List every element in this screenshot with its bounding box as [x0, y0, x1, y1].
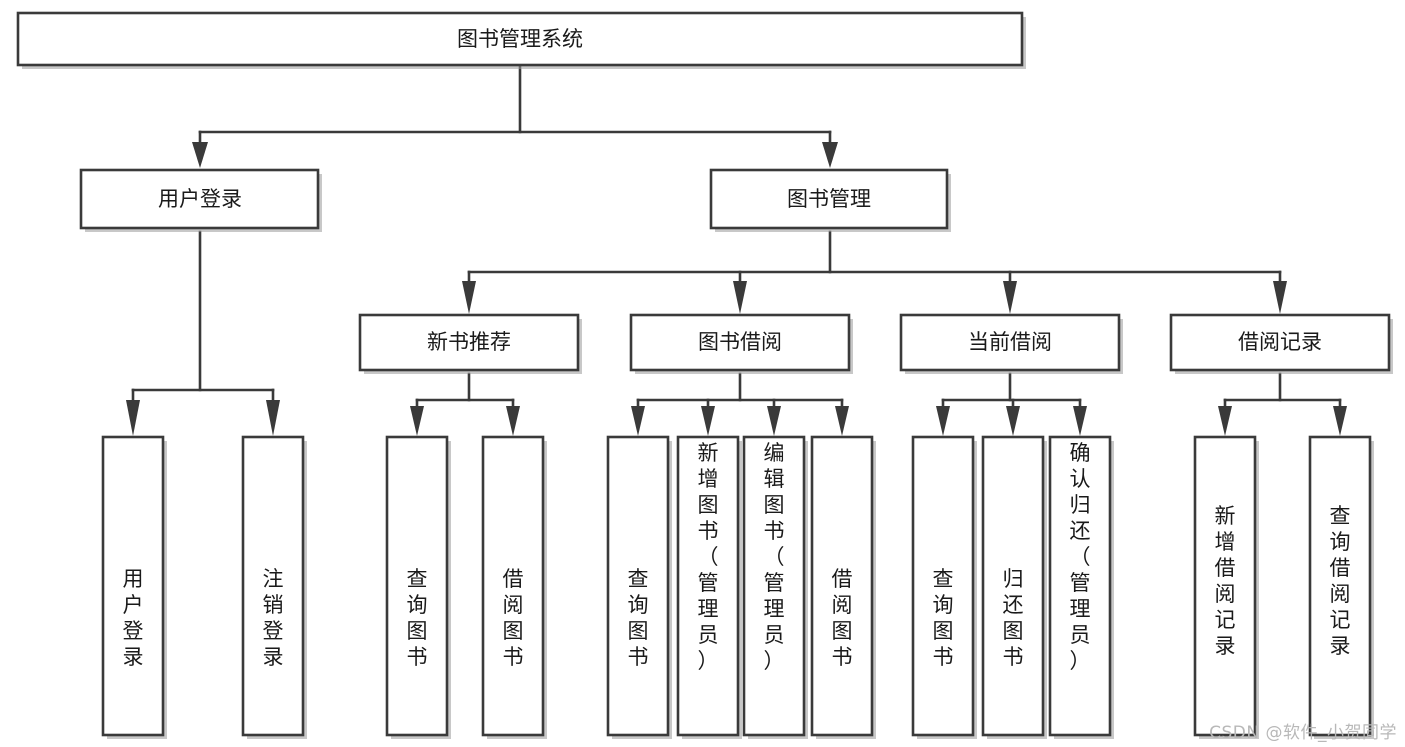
- node-leaf-query-record-label: 查询借阅记录: [1330, 504, 1351, 658]
- csdn-watermark: CSDN @软件_小贺同学: [1209, 723, 1397, 743]
- node-root-label: 图书管理系统: [457, 27, 583, 51]
- node-leaf-return-book-label: 归还图书: [1003, 567, 1024, 669]
- node-leaf-user-login-label: 用户登录: [123, 567, 144, 669]
- node-book-borrow-box[interactable]: [629, 313, 851, 372]
- node-book-borrow[interactable]: 图书借阅: [629, 313, 853, 374]
- node-leaf-query-book-1[interactable]: 查询图书: [385, 435, 451, 739]
- node-leaf-query-book-3-label: 查询图书: [933, 567, 954, 669]
- node-leaf-query-book-2-label: 查询图书: [628, 567, 649, 669]
- arrow-head-leaf-add-book: [701, 406, 715, 436]
- node-book-manage[interactable]: 图书管理: [709, 168, 951, 232]
- node-leaf-query-book-3-box[interactable]: [911, 435, 975, 737]
- connector-group-book-manage: [462, 230, 1287, 314]
- node-current-borrow-label: 当前借阅: [968, 330, 1052, 354]
- node-leaf-add-book-label: 新增图书（管理员）: [698, 441, 719, 673]
- node-leaf-logout-login[interactable]: 注销登录: [241, 435, 307, 739]
- arrow-head-leaf-query-book-1: [410, 406, 424, 436]
- arrow-head-leaf-return-book: [1006, 406, 1020, 436]
- node-user-login-label: 用户登录: [158, 187, 242, 211]
- node-leaf-logout-login-label: 注销登录: [263, 567, 284, 669]
- node-current-borrow[interactable]: 当前借阅: [899, 313, 1123, 374]
- node-book-borrow-label: 图书借阅: [698, 330, 782, 354]
- node-new-book-recommend-box[interactable]: [358, 313, 580, 372]
- node-new-book-recommend[interactable]: 新书推荐: [358, 313, 582, 374]
- node-book-manage-box[interactable]: [709, 168, 949, 230]
- arrow-head-current-borrow: [1003, 281, 1017, 314]
- connector-group-root: [192, 63, 838, 168]
- node-leaf-borrow-book-1-box[interactable]: [481, 435, 545, 737]
- arrow-head-leaf-confirm-return: [1073, 406, 1087, 436]
- node-leaf-query-book-2-box[interactable]: [606, 435, 670, 737]
- arrow-head-book-borrow: [733, 281, 747, 314]
- node-leaf-query-book-2[interactable]: 查询图书: [606, 435, 672, 739]
- node-leaf-add-book-box[interactable]: [676, 435, 740, 737]
- arrow-head-leaf-logout-login: [266, 400, 280, 436]
- node-leaf-add-record-box[interactable]: [1193, 435, 1257, 737]
- node-leaf-add-record-label: 新增借阅记录: [1215, 504, 1236, 658]
- arrow-head-leaf-borrow-book-1: [506, 406, 520, 436]
- connector-group-borrow-record: [1218, 372, 1347, 436]
- node-leaf-return-book[interactable]: 归还图书: [981, 435, 1047, 739]
- arrow-head-leaf-edit-book: [767, 406, 781, 436]
- connector-group-new-book-recommend: [410, 372, 520, 436]
- node-user-login-box[interactable]: [79, 168, 320, 230]
- node-borrow-record[interactable]: 借阅记录: [1169, 313, 1393, 374]
- node-leaf-edit-book-label: 编辑图书（管理员）: [764, 441, 785, 673]
- node-leaf-borrow-book-1[interactable]: 借阅图书: [481, 435, 547, 739]
- node-leaf-borrow-book-1-label: 借阅图书: [503, 567, 524, 669]
- arrow-head-leaf-query-book-3: [936, 406, 950, 436]
- arrow-head-leaf-query-book-2: [631, 406, 645, 436]
- node-leaf-query-book-1-label: 查询图书: [407, 567, 428, 669]
- connector-group-user-login: [126, 230, 280, 436]
- node-leaf-borrow-book-2-label: 借阅图书: [832, 567, 853, 669]
- node-leaf-confirm-return-box[interactable]: [1048, 435, 1112, 737]
- node-leaf-borrow-book-2-box[interactable]: [810, 435, 874, 737]
- arrow-head-new-book-recommend: [462, 281, 476, 314]
- node-leaf-return-book-box[interactable]: [981, 435, 1045, 737]
- node-current-borrow-box[interactable]: [899, 313, 1121, 372]
- node-user-login[interactable]: 用户登录: [79, 168, 322, 232]
- node-leaf-add-book[interactable]: 新增图书（管理员）: [676, 435, 742, 739]
- arrow-head-leaf-add-record: [1218, 406, 1232, 436]
- node-leaf-add-record[interactable]: 新增借阅记录: [1193, 435, 1259, 739]
- node-root[interactable]: 图书管理系统: [16, 11, 1026, 69]
- arrow-head-leaf-borrow-book-2: [835, 406, 849, 436]
- node-new-book-recommend-label: 新书推荐: [427, 330, 511, 354]
- node-leaf-query-record[interactable]: 查询借阅记录: [1308, 435, 1374, 739]
- node-leaf-query-book-1-box[interactable]: [385, 435, 449, 737]
- node-borrow-record-box[interactable]: [1169, 313, 1391, 372]
- arrow-head-borrow-record: [1273, 281, 1287, 314]
- node-leaf-query-record-box[interactable]: [1308, 435, 1372, 737]
- node-leaf-borrow-book-2[interactable]: 借阅图书: [810, 435, 876, 739]
- arrow-head-leaf-query-record: [1333, 406, 1347, 436]
- node-leaf-query-book-3[interactable]: 查询图书: [911, 435, 977, 739]
- node-book-manage-label: 图书管理: [787, 187, 871, 211]
- node-leaf-logout-login-box[interactable]: [241, 435, 305, 737]
- arrow-head-user-login: [192, 142, 208, 168]
- node-leaf-user-login-box[interactable]: [101, 435, 165, 737]
- node-leaf-confirm-return-label: 确认归还（管理员）: [1070, 441, 1091, 673]
- connector-group-book-borrow: [631, 372, 849, 436]
- node-root-box[interactable]: [16, 11, 1024, 67]
- arrow-head-leaf-user-login: [126, 400, 140, 436]
- node-leaf-edit-book[interactable]: 编辑图书（管理员）: [742, 435, 808, 739]
- arrow-head-book-manage: [822, 142, 838, 168]
- connector-group-current-borrow: [936, 372, 1087, 436]
- node-leaf-user-login[interactable]: 用户登录: [101, 435, 167, 739]
- node-leaf-confirm-return[interactable]: 确认归还（管理员）: [1048, 435, 1114, 739]
- node-borrow-record-label: 借阅记录: [1238, 330, 1322, 354]
- node-leaf-edit-book-box[interactable]: [742, 435, 806, 737]
